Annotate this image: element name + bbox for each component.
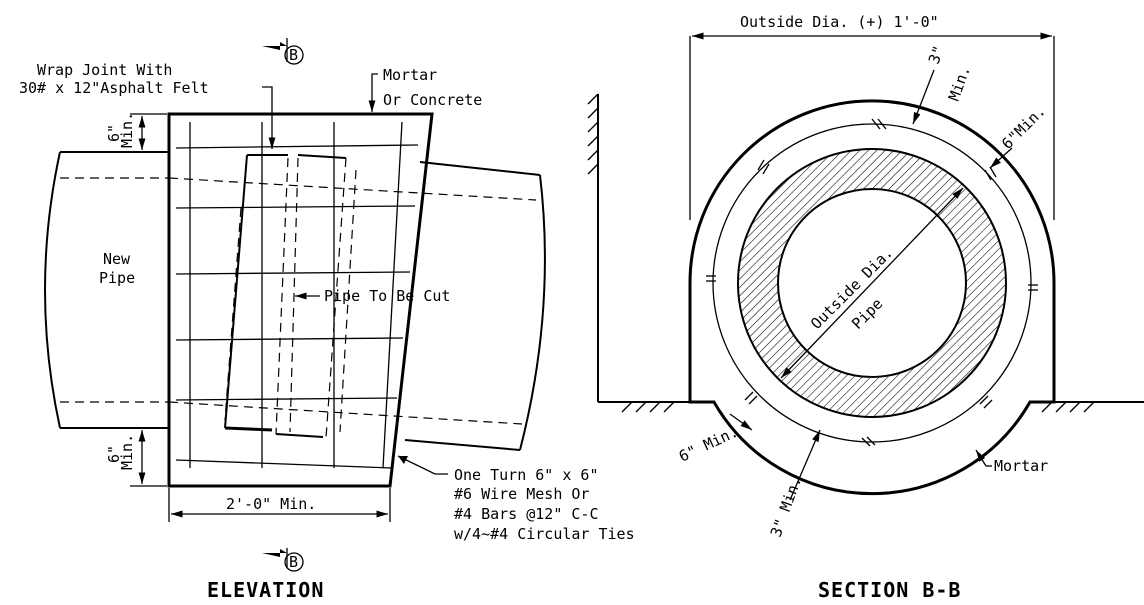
new-pipe-label-2: Pipe [99, 269, 135, 287]
ground-lines [587, 93, 1144, 413]
pipe-joint [224, 154, 357, 439]
pipe-outer [737, 148, 1007, 418]
mesh-note-leader [397, 455, 448, 475]
min-6-top: 6"Min. [998, 102, 1049, 153]
min-6-bottom-leader [729, 413, 753, 431]
top-cover-6in: 6" [105, 124, 123, 142]
elevation-view: B B Wrap Joint With 30# x 12"Asphalt Fel… [19, 38, 635, 602]
min-3-top-a: 3" [925, 43, 948, 66]
section-view: Outside Dia. (+) 1'-0" [587, 13, 1144, 602]
pipe-diameter-line [780, 187, 964, 379]
pipe-dia-label-2: Pipe [848, 295, 886, 333]
wrap-joint-label-1: Wrap Joint With [37, 61, 172, 79]
min-6-bottom: 6" Min. [676, 423, 741, 466]
bottom-cover-min: Min. [118, 434, 136, 470]
section-marker-top: B [262, 38, 304, 65]
wrap-joint-label-2: 30# x 12"Asphalt Felt [19, 79, 209, 97]
bottom-cover-6in: 6" [105, 445, 123, 463]
wrap-joint-leader [262, 86, 276, 149]
bottom-cover-dimension: 6" Min. [105, 430, 167, 487]
pipe-to-be-cut [168, 161, 546, 451]
new-pipe [44, 151, 169, 429]
section-title: SECTION B-B [818, 578, 961, 602]
min-3-top-b: Min. [945, 63, 974, 103]
min-6-top-leader [989, 147, 1013, 169]
section-letter-top: B [289, 46, 298, 64]
top-cover-dimension: 6" Min. [105, 112, 167, 150]
outside-dia-top-label: Outside Dia. (+) 1'-0" [740, 13, 939, 31]
pipe-to-be-cut-label: Pipe To Be Cut [324, 287, 450, 305]
mortar-leader [368, 73, 378, 112]
new-pipe-label-1: New [103, 250, 131, 268]
wire-mesh [175, 121, 419, 469]
mesh-note-1: One Turn 6" x 6" [454, 466, 599, 484]
elevation-title: ELEVATION [207, 578, 324, 602]
section-letter-bottom: B [289, 553, 298, 571]
mesh-note-2: #6 Wire Mesh Or [454, 485, 589, 503]
concrete-encasement [167, 112, 434, 488]
min-3-top-leader [912, 69, 935, 125]
mortar-encasement [688, 99, 1056, 496]
mesh-note-4: w/4~#4 Circular Ties [454, 525, 635, 543]
mortar-bottom-leader [975, 449, 987, 467]
mortar-label-1: Mortar [383, 66, 437, 84]
mesh-tick-marks [706, 118, 1038, 447]
min-3-bottom: 3" Min. [767, 474, 806, 540]
min-3-bottom-leader [789, 429, 821, 501]
section-marker-bottom: B [262, 548, 304, 572]
top-cover-min: Min. [118, 112, 136, 148]
width-dimension: 2'-0" Min. [168, 488, 391, 522]
width-dimension-label: 2'-0" Min. [226, 495, 316, 513]
mortar-label-2: Or Concrete [383, 91, 482, 109]
mortar-bottom-label: Mortar [994, 457, 1048, 475]
mesh-note-3: #4 Bars @12" C-C [454, 505, 599, 523]
